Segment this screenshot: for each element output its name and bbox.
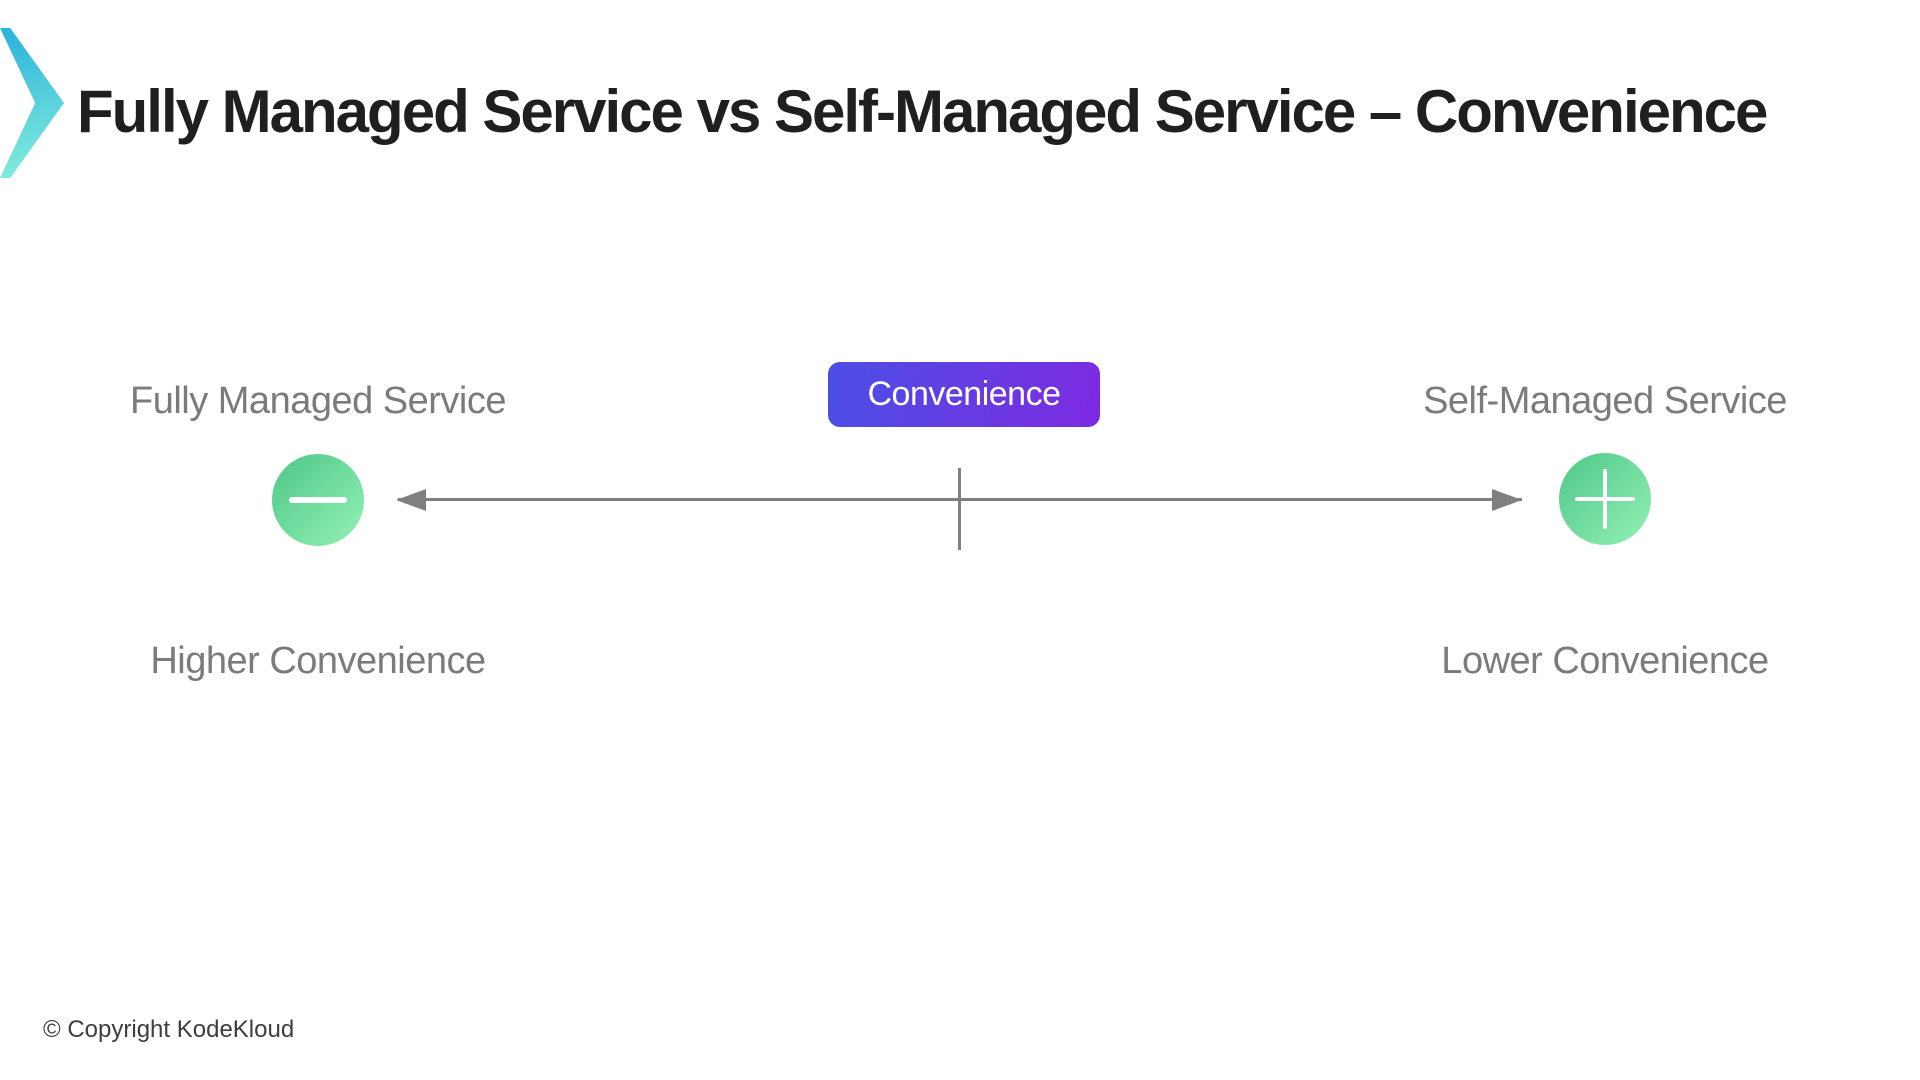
plus-vertical-bar xyxy=(1603,469,1607,529)
copyright-notice: © Copyright KodeKloud xyxy=(43,1016,295,1043)
minus-bar xyxy=(289,497,347,503)
right-service-label: Self-Managed Service xyxy=(1423,380,1787,422)
higher-convenience-caption: Higher Convenience xyxy=(150,640,486,682)
axis-center-tick xyxy=(958,468,961,550)
slide-title: Fully Managed Service vs Self-Managed Se… xyxy=(77,78,1768,145)
arrowhead-left-icon xyxy=(396,489,426,511)
lower-convenience-caption: Lower Convenience xyxy=(1441,640,1769,682)
minus-icon xyxy=(272,454,364,546)
kodekloud-chevron-logo-icon xyxy=(0,28,64,178)
plus-glyph xyxy=(1575,469,1635,529)
arrowhead-right-icon xyxy=(1492,489,1522,511)
left-service-label: Fully Managed Service xyxy=(129,380,507,422)
plus-icon xyxy=(1559,453,1651,545)
convenience-badge: Convenience xyxy=(828,362,1100,427)
